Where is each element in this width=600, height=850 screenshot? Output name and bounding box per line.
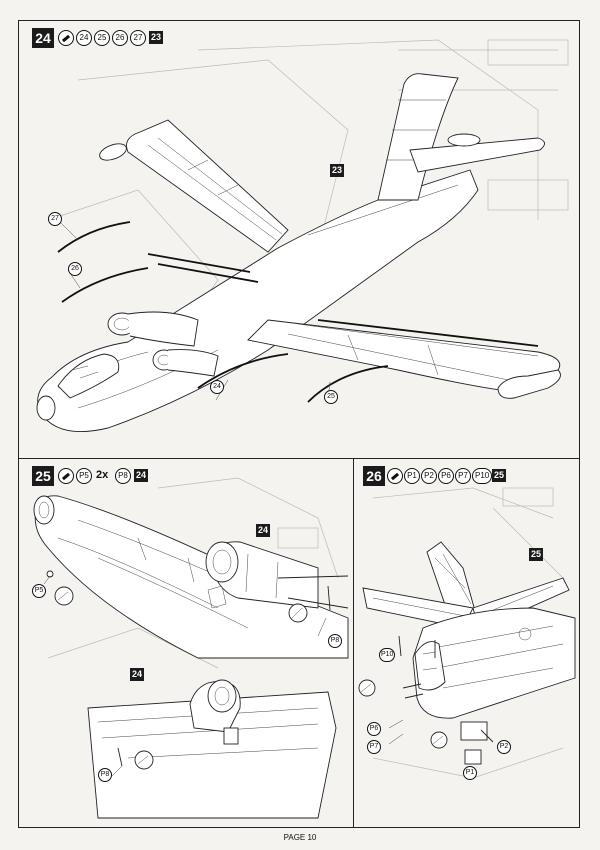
assembly-reference-box: 25 [529, 548, 543, 561]
rear-fuselage [412, 607, 576, 719]
step-26-tail-drawing [358, 487, 576, 779]
step-number: 26 [363, 466, 385, 486]
part-callout: P2 [497, 740, 511, 754]
step-25-nose-drawing [33, 477, 349, 819]
part-callout: P5 [32, 584, 46, 598]
assembly-reference-box: 24 [256, 524, 270, 537]
part-callout: 26 [68, 262, 82, 276]
part-chip: P10 [472, 468, 493, 484]
assembly-reference-box: 24 [130, 668, 144, 681]
step-number: 25 [32, 466, 54, 486]
page-number: PAGE 10 [283, 833, 317, 842]
part-chip: P7 [455, 468, 471, 484]
multiplier-label: 2x [96, 469, 109, 481]
part-callout: P8 [328, 634, 342, 648]
part-callout: P7 [367, 740, 381, 754]
step-25-panel: 25 P5 2x P8 24 [18, 458, 353, 828]
glue-icon [58, 468, 74, 484]
glue-icon [58, 30, 74, 46]
detail-view [87, 691, 337, 819]
step-24-aircraft-drawing [36, 39, 569, 433]
part-callout: 25 [324, 390, 338, 404]
part-chip: P1 [404, 468, 420, 484]
step-24-panel: 24 24 25 26 27 23 [18, 20, 580, 458]
reference-step-box: 24 [134, 469, 148, 482]
panel-divider-horizontal [18, 458, 580, 459]
assembly-reference-box: 23 [330, 164, 344, 177]
part-callout: 27 [48, 212, 62, 226]
part-chip: 26 [112, 30, 128, 46]
reference-step-box: 23 [149, 31, 163, 44]
part-24-strip [197, 353, 289, 389]
page-frame [18, 20, 580, 828]
part-chip: 24 [76, 30, 92, 46]
step-26-panel: 26 P1 P2 P6 P7 P10 25 [353, 458, 580, 828]
step-number: 24 [32, 28, 54, 48]
part-chip: P6 [438, 468, 454, 484]
fuselage [37, 169, 479, 433]
part-26-strip [61, 267, 149, 303]
part-chip: P5 [76, 468, 92, 484]
part-callout: 24 [210, 380, 224, 394]
part-27-strip [57, 221, 131, 253]
wing-left [126, 119, 289, 253]
part-chip: 27 [130, 30, 146, 46]
part-callout: P10 [379, 648, 396, 662]
part-chip: 25 [94, 30, 110, 46]
stabilizer [409, 137, 545, 173]
reference-step-box: 25 [492, 469, 506, 482]
panel-divider-vertical [353, 458, 354, 828]
part-callout: P8 [98, 768, 112, 782]
glue-icon [387, 468, 403, 484]
part-chip: P8 [115, 468, 131, 484]
part-25-strip [307, 365, 389, 403]
part-callout: P6 [367, 722, 381, 736]
part-callout: P1 [463, 766, 477, 780]
part-chip: P2 [421, 468, 437, 484]
